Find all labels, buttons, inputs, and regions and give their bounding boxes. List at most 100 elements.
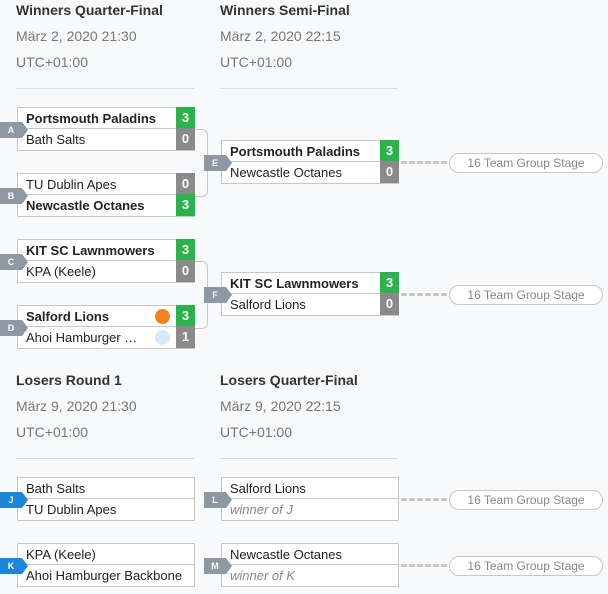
team-score: 3 (176, 239, 195, 261)
match-slot-bottom[interactable]: winner of K (221, 565, 399, 587)
match-slot-top[interactable]: Portsmouth Paladins 3 (221, 140, 399, 162)
match-slot-top[interactable]: TU Dublin Apes 0 (17, 173, 195, 195)
match-tag-label: K (7, 561, 15, 571)
team-logo-icon (155, 330, 170, 345)
column-date: März 9, 2020 22:15 (220, 398, 341, 414)
match-d[interactable]: Salford Lions 3 Ahoi Hamburger Backbone … (17, 305, 195, 349)
team-score: 0 (380, 293, 399, 315)
dashed-connector (401, 498, 447, 501)
match-slot-bottom[interactable]: Ahoi Hamburger Backbone 1 (17, 326, 195, 349)
group-stage-pill[interactable]: 16 Team Group Stage (449, 153, 603, 173)
match-tag-label: L (212, 495, 218, 505)
match-slot-top[interactable]: Bath Salts (17, 477, 195, 499)
team-name: Portsmouth Paladins (26, 111, 157, 126)
match-m[interactable]: Newcastle Octanes winner of K (221, 543, 399, 587)
match-slot-top[interactable]: KIT SC Lawnmowers 3 (17, 239, 195, 261)
team-name: TU Dublin Apes (26, 177, 117, 192)
column-header-winners-sf: Winners Semi-Final März 2, 2020 22:15 UT… (220, 1, 350, 71)
divider (220, 458, 398, 459)
team-name: Bath Salts (26, 481, 86, 496)
match-l[interactable]: Salford Lions winner of J (221, 477, 399, 521)
team-name: KPA (Keele) (26, 264, 96, 279)
match-tag-k[interactable]: K (0, 558, 28, 574)
group-stage-pill[interactable]: 16 Team Group Stage (449, 285, 603, 305)
team-score: 0 (176, 128, 195, 150)
column-date: März 2, 2020 22:15 (220, 28, 341, 44)
team-name: KIT SC Lawnmowers (230, 276, 359, 291)
team-name: KIT SC Lawnmowers (26, 243, 155, 258)
team-name: TU Dublin Apes (26, 502, 117, 517)
team-score: 3 (380, 140, 399, 162)
match-tag-j[interactable]: J (0, 492, 28, 508)
match-a[interactable]: Portsmouth Paladins 3 Bath Salts 0 (17, 107, 195, 151)
match-slot-bottom[interactable]: Newcastle Octanes 3 (17, 194, 195, 217)
dashed-connector (401, 564, 447, 567)
match-slot-bottom[interactable]: Ahoi Hamburger Backbone (17, 565, 195, 587)
team-name-placeholder: winner of J (230, 502, 293, 517)
team-name: Ahoi Hamburger Backbone (26, 330, 142, 345)
team-score: 0 (176, 260, 195, 282)
match-tag-c[interactable]: C (0, 254, 28, 270)
match-f[interactable]: KIT SC Lawnmowers 3 Salford Lions 0 (221, 272, 399, 316)
match-slot-bottom[interactable]: winner of J (221, 499, 399, 521)
divider (16, 88, 194, 89)
match-c[interactable]: KIT SC Lawnmowers 3 KPA (Keele) 0 (17, 239, 195, 283)
group-stage-pill[interactable]: 16 Team Group Stage (449, 490, 603, 510)
match-tag-e[interactable]: E (204, 155, 232, 171)
match-tag-d[interactable]: D (0, 320, 28, 336)
match-tag-b[interactable]: B (0, 188, 28, 204)
match-tag-a[interactable]: A (0, 122, 28, 138)
column-header-losers-r1: Losers Round 1 März 9, 2020 21:30 UTC+01… (16, 371, 137, 441)
column-timezone: UTC+01:00 (220, 424, 292, 440)
column-header-losers-qf: Losers Quarter-Final März 9, 2020 22:15 … (220, 371, 358, 441)
team-score: 3 (176, 194, 195, 216)
dashed-connector (401, 293, 447, 296)
match-slot-top[interactable]: Portsmouth Paladins 3 (17, 107, 195, 129)
team-name: Newcastle Octanes (230, 165, 342, 180)
match-slot-bottom[interactable]: TU Dublin Apes (17, 499, 195, 521)
match-tag-label: D (7, 323, 15, 333)
column-timezone: UTC+01:00 (220, 54, 292, 70)
match-tag-label: C (7, 257, 15, 267)
match-tag-label: E (211, 158, 218, 168)
match-j[interactable]: Bath Salts TU Dublin Apes (17, 477, 195, 521)
match-slot-top[interactable]: KPA (Keele) (17, 543, 195, 565)
column-title: Winners Semi-Final (220, 2, 350, 18)
column-header-winners-qf: Winners Quarter-Final März 2, 2020 21:30… (16, 1, 163, 71)
match-slot-top[interactable]: Salford Lions (221, 477, 399, 499)
team-name-placeholder: winner of K (230, 568, 296, 583)
match-slot-bottom[interactable]: Newcastle Octanes 0 (221, 161, 399, 184)
match-slot-bottom[interactable]: Bath Salts 0 (17, 128, 195, 151)
match-slot-bottom[interactable]: Salford Lions 0 (221, 293, 399, 316)
match-tag-f[interactable]: F (204, 287, 232, 303)
team-score: 3 (380, 272, 399, 294)
match-tag-label: J (8, 495, 14, 505)
match-slot-top[interactable]: Salford Lions 3 (17, 305, 195, 327)
team-name: Salford Lions (230, 297, 306, 312)
team-score: 1 (176, 326, 195, 348)
column-title: Losers Quarter-Final (220, 372, 358, 388)
match-tag-label: A (7, 125, 15, 135)
match-tag-label: M (211, 561, 219, 571)
team-name: Newcastle Octanes (26, 198, 145, 213)
match-e[interactable]: Portsmouth Paladins 3 Newcastle Octanes … (221, 140, 399, 184)
match-b[interactable]: TU Dublin Apes 0 Newcastle Octanes 3 (17, 173, 195, 217)
match-tag-l[interactable]: L (204, 492, 232, 508)
column-timezone: UTC+01:00 (16, 54, 88, 70)
match-k[interactable]: KPA (Keele) Ahoi Hamburger Backbone (17, 543, 195, 587)
divider (220, 88, 398, 89)
team-logo-icon (155, 309, 170, 324)
match-tag-label: B (7, 191, 15, 201)
team-name: Newcastle Octanes (230, 547, 342, 562)
match-slot-top[interactable]: Newcastle Octanes (221, 543, 399, 565)
match-slot-bottom[interactable]: KPA (Keele) 0 (17, 260, 195, 283)
match-tag-m[interactable]: M (204, 558, 232, 574)
dashed-connector (401, 161, 447, 164)
column-title: Losers Round 1 (16, 372, 122, 388)
match-tag-label: F (212, 290, 218, 300)
team-name: Ahoi Hamburger Backbone (26, 568, 183, 583)
team-score: 3 (176, 305, 195, 327)
match-slot-top[interactable]: KIT SC Lawnmowers 3 (221, 272, 399, 294)
team-name: Portsmouth Paladins (230, 144, 361, 159)
group-stage-pill[interactable]: 16 Team Group Stage (449, 556, 603, 576)
